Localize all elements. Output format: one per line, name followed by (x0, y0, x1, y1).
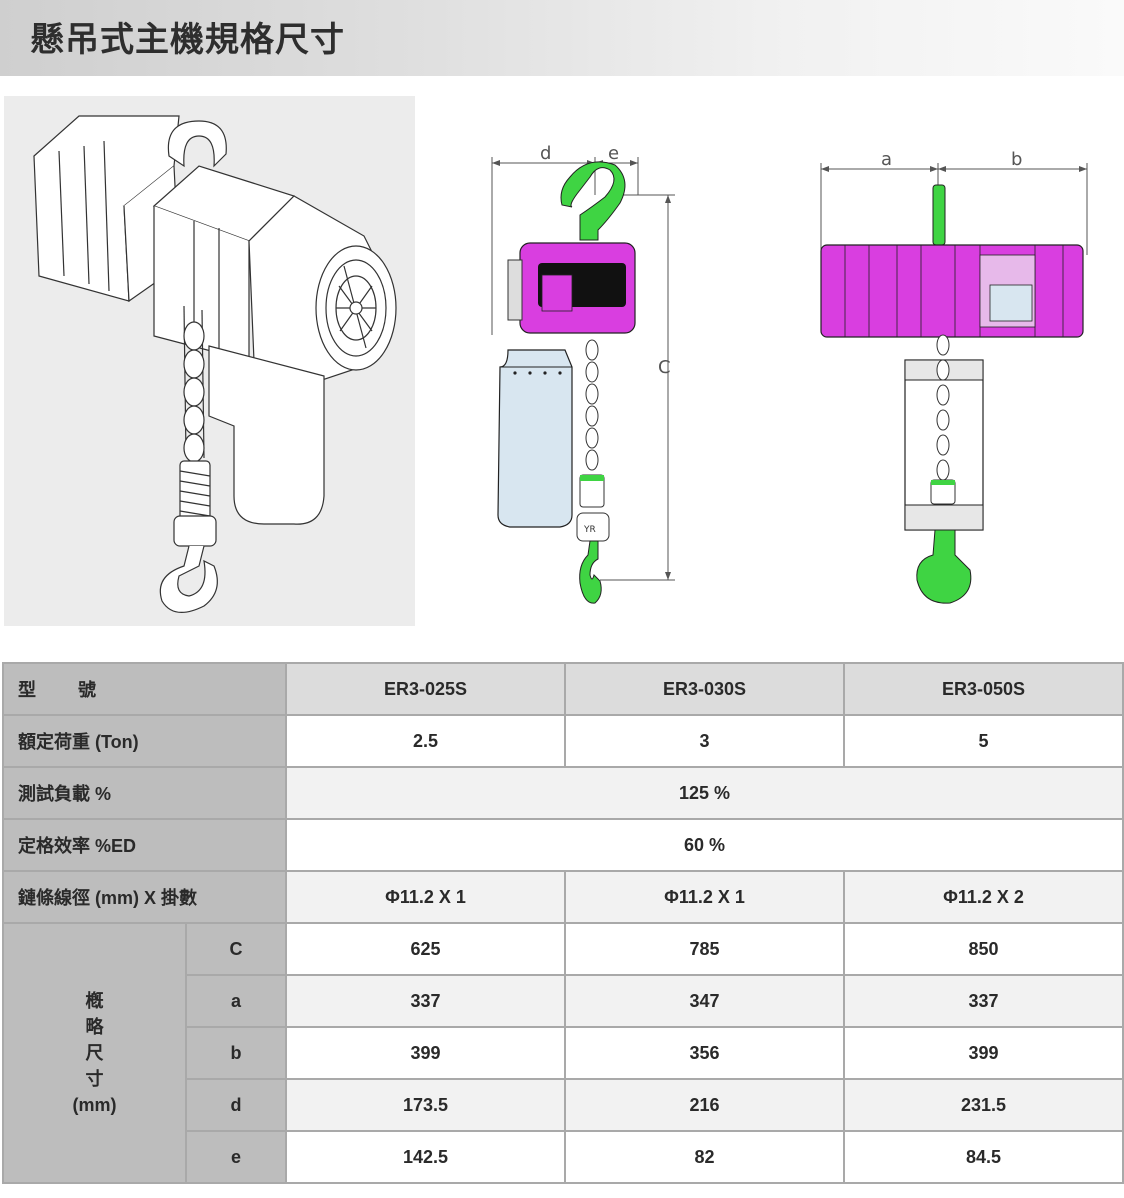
table-row-dim-c: 槪 略 尺 寸 (mm) C 625 785 850 (2, 922, 1124, 1184)
dim-key: e (185, 1130, 287, 1184)
duty-label: 定格效率 %ED (2, 818, 287, 872)
table-row-chain: 鏈條線徑 (mm) X 掛數 Φ11.2 X 1 Φ11.2 X 1 Φ11.2… (2, 870, 1124, 924)
model-label: 型號 (2, 662, 287, 716)
dim-cell: 84.5 (843, 1130, 1124, 1184)
dim-label-c: C (658, 357, 671, 378)
dim-key: b (185, 1026, 287, 1080)
table-row-model: 型號 ER3-025S ER3-030S ER3-050S (2, 662, 1124, 716)
table-row-dim-a: a 337 347 337 (3, 974, 1124, 1028)
dim-label-d: d (540, 143, 551, 164)
model-cell: ER3-050S (843, 662, 1124, 716)
spec-table: 型號 ER3-025S ER3-030S ER3-050S 額定荷重 (Ton)… (2, 662, 1124, 1184)
dim-cell: 850 (843, 922, 1124, 976)
test-load-cell: 125 % (285, 766, 1124, 820)
model-cell: ER3-025S (285, 662, 566, 716)
test-load-label: 測試負載 % (2, 766, 287, 820)
page-title: 懸吊式主機規格尺寸 (30, 20, 345, 60)
front-view-drawing: d e C YR (480, 135, 700, 615)
dim-key: C (185, 922, 287, 976)
dim-cell: 399 (843, 1026, 1124, 1080)
dim-key: d (185, 1078, 287, 1132)
table-row-dim-b: b 399 356 399 (3, 1026, 1124, 1080)
chain-cell: Φ11.2 X 2 (843, 870, 1124, 924)
chain-label: 鏈條線徑 (mm) X 掛數 (2, 870, 287, 924)
dim-cell: 356 (564, 1026, 845, 1080)
table-row-capacity: 額定荷重 (Ton) 2.5 3 5 (2, 714, 1124, 768)
front-view-illustration: d e C YR (491, 143, 675, 604)
duty-cell: 60 % (285, 818, 1124, 872)
dim-cell: 625 (285, 922, 566, 976)
dim-cell: 173.5 (285, 1078, 566, 1132)
dim-cell: 347 (564, 974, 845, 1028)
dim-label-a: a (881, 149, 892, 170)
dim-cell: 785 (564, 922, 845, 976)
table-row-duty: 定格效率 %ED 60 % (2, 818, 1124, 872)
dim-cell: 216 (564, 1078, 845, 1132)
chain-cell: Φ11.2 X 1 (285, 870, 566, 924)
isometric-drawing (4, 96, 415, 626)
dim-cell: 399 (285, 1026, 566, 1080)
hook-block-mark: YR (583, 525, 596, 535)
table-row-dim-e: e 142.5 82 84.5 (3, 1130, 1124, 1184)
side-view-illustration: a b (820, 149, 1088, 604)
dim-label-b: b (1011, 149, 1022, 170)
capacity-cell: 2.5 (285, 714, 566, 768)
dim-cell: 337 (285, 974, 566, 1028)
model-cell: ER3-030S (564, 662, 845, 716)
title-bar: 懸吊式主機規格尺寸 (0, 0, 1124, 76)
capacity-cell: 3 (564, 714, 845, 768)
side-view-drawing: a b (805, 135, 1105, 615)
dimension-group-label: 槪 略 尺 寸 (mm) (2, 922, 187, 1184)
capacity-label: 額定荷重 (Ton) (2, 714, 287, 768)
dim-cell: 82 (564, 1130, 845, 1184)
dim-cell: 231.5 (843, 1078, 1124, 1132)
table-row-dim-d: d 173.5 216 231.5 (3, 1078, 1124, 1132)
table-row-test-load: 測試負載 % 125 % (2, 766, 1124, 820)
dim-key: a (185, 974, 287, 1028)
isometric-hoist-illustration (33, 115, 397, 613)
chain-cell: Φ11.2 X 1 (564, 870, 845, 924)
capacity-cell: 5 (843, 714, 1124, 768)
dim-cell: 142.5 (285, 1130, 566, 1184)
dim-label-e: e (608, 143, 619, 164)
dim-cell: 337 (843, 974, 1124, 1028)
